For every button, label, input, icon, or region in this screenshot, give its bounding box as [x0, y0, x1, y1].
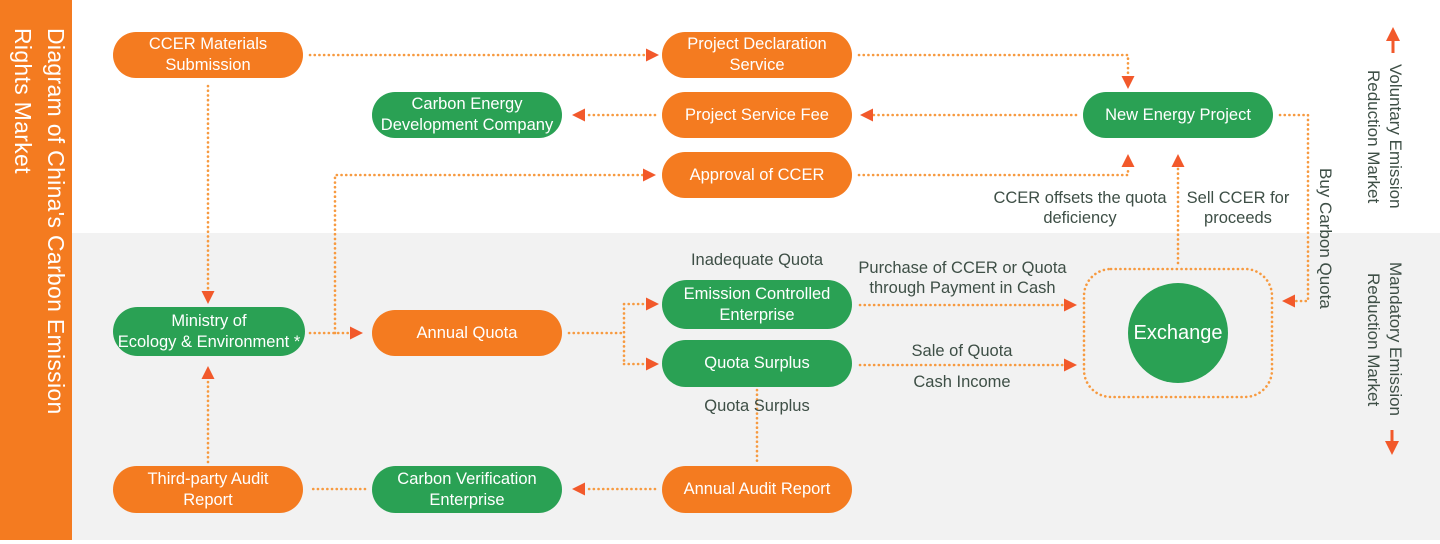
label-ccer-offsets: CCER offsets the quota deficiency: [993, 189, 1167, 227]
node-ministry-of-ecology-environment: Ministry of Ecology & Environment *: [113, 307, 305, 356]
node-emission-controlled-enterprise: Emission Controlled Enterprise: [662, 280, 852, 329]
node-exchange: Exchange: [1128, 283, 1228, 383]
arrow-up-icon: [1121, 154, 1135, 167]
arrow-up-icon: [1386, 27, 1400, 41]
node-third-party-audit-report: Third-party Audit Report: [113, 466, 303, 513]
arrow-right-icon: [643, 168, 656, 182]
label-mandatory-market: Mandatory Emission Reduction Market: [1364, 262, 1405, 417]
node-new-energy-project: New Energy Project: [1083, 92, 1273, 138]
node-quota-surplus: Quota Surplus: [662, 340, 852, 387]
node-carbon-verification-enterprise: Carbon Verification Enterprise: [372, 466, 562, 513]
node-project-service-fee: Project Service Fee: [662, 92, 852, 138]
label-sale-of-quota: Sale of Quota: [911, 342, 1013, 360]
label-sell-ccer: Sell CCER for proceeds: [1186, 189, 1290, 227]
label-quota-surplus: Quota Surplus: [704, 397, 810, 415]
arrow-down-icon: [1121, 76, 1135, 89]
connector-pds-to-nep: [857, 53, 1130, 78]
node-ccer-materials-submission: CCER Materials Submission: [113, 32, 303, 78]
diagram-title: Diagram of China's Carbon Emission Right…: [0, 0, 72, 540]
arrow-up-icon: [1171, 154, 1185, 167]
node-annual-audit-report: Annual Audit Report: [662, 466, 852, 513]
label-voluntary-market: Voluntary Emission Reduction Market: [1364, 64, 1405, 209]
label-buy-carbon-quota: Buy Carbon Quota: [1316, 167, 1335, 309]
connector-aoc-to-nep: [857, 165, 1130, 177]
label-cash-income: Cash Income: [913, 373, 1011, 391]
node-carbon-energy-development-company: Carbon Energy Development Company: [372, 92, 562, 138]
arrow-left-icon: [572, 108, 585, 122]
label-inadequate-quota: Inadequate Quota: [690, 251, 824, 269]
arrow-left-icon: [860, 108, 873, 122]
node-project-declaration-service: Project Declaration Service: [662, 32, 852, 78]
arrow-right-icon: [646, 48, 659, 62]
node-annual-quota: Annual Quota: [372, 310, 562, 356]
node-approval-of-ccer: Approval of CCER: [662, 152, 852, 198]
label-purchase-of-ccer: Purchase of CCER or Quota through Paymen…: [858, 259, 1067, 297]
